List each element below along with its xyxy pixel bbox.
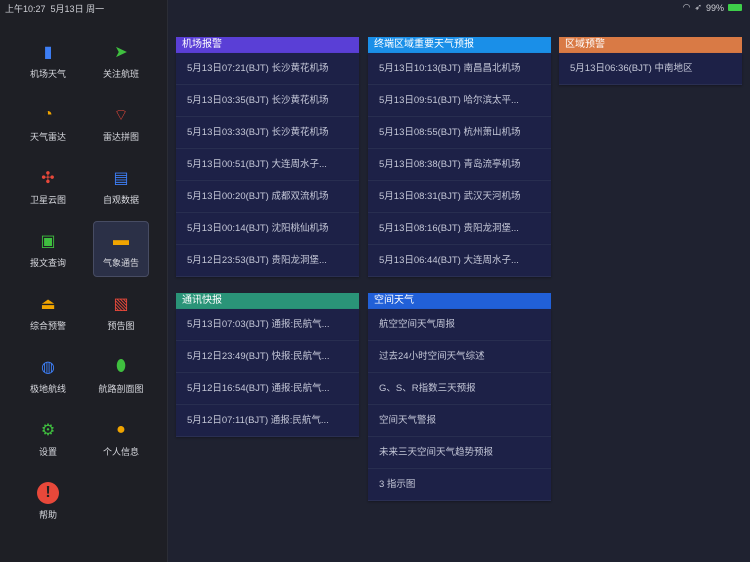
list-item[interactable]: 5月12日16:54(BJT) 通报:民航气... — [176, 373, 359, 405]
panel-title: 机场报警 — [176, 37, 359, 53]
radar-icon: ◔ — [43, 105, 53, 123]
airport-tower-icon: ▮ — [43, 43, 53, 61]
sidebar-item-label: 个人信息 — [102, 446, 139, 457]
sidebar-item-label: 航路剖面图 — [98, 383, 144, 394]
status-time: 上午10:27 5月13日 周一 — [5, 4, 105, 14]
list-item[interactable]: 5月12日23:53(BJT) 贵阳龙洞堡... — [176, 245, 359, 277]
panel-title: 通讯快报 — [176, 293, 359, 309]
layers-icon: ⬮ — [115, 357, 127, 375]
chat-bubble-icon: ▬ — [113, 231, 129, 249]
sidebar-item-label: 帮助 — [38, 509, 57, 520]
satellite-icon: ✣ — [41, 169, 55, 187]
list-item[interactable]: 3 指示图 — [368, 469, 551, 501]
sidebar-item-label: 极地航线 — [29, 383, 66, 394]
paper-plane-icon: ➤ — [114, 43, 128, 61]
list-item[interactable]: 5月13日03:33(BJT) 长沙黄花机场 — [176, 117, 359, 149]
list-item[interactable]: 5月13日03:35(BJT) 长沙黄花机场 — [176, 85, 359, 117]
sidebar-item-6[interactable]: ▣ 报文查询 — [20, 221, 76, 277]
sidebar-item-label: 雷达拼图 — [102, 131, 139, 142]
satellite-dish-icon: ⌔ — [113, 106, 129, 124]
sidebar-item-11[interactable]: ⬮ 航路剖面图 — [93, 347, 149, 403]
list-item[interactable]: G、S、R指数三天预报 — [368, 373, 551, 405]
panel-title: 空间天气 — [368, 293, 551, 309]
list-item[interactable]: 5月13日06:36(BJT) 中南地区 — [559, 53, 742, 85]
list-item[interactable]: 5月13日07:21(BJT) 长沙黄花机场 — [176, 53, 359, 85]
user-icon: ● — [116, 420, 126, 438]
status-bar: 上午10:27 5月13日 周一 ◠➶99% — [0, 0, 750, 14]
sidebar-item-label: 报文查询 — [29, 257, 66, 268]
sidebar-item-label: 气象通告 — [102, 257, 139, 268]
sidebar-item-label: 预告图 — [107, 320, 135, 331]
panel-title: 区域预警 — [559, 37, 742, 53]
sidebar-item-7[interactable]: ▬ 气象通告 — [93, 221, 149, 277]
sidebar-item-8[interactable]: ⏏ 综合预警 — [20, 284, 76, 340]
sidebar-item-12[interactable]: ⚙ 设置 — [20, 410, 76, 466]
list-item[interactable]: 5月13日08:55(BJT) 杭州萧山机场 — [368, 117, 551, 149]
list-item[interactable]: 5月13日00:14(BJT) 沈阳桃仙机场 — [176, 213, 359, 245]
sidebar-item-14[interactable]: ! 帮助 — [20, 473, 76, 529]
sidebar-item-label: 卫星云图 — [29, 194, 66, 205]
sidebar-item-10[interactable]: ◍ 极地航线 — [20, 347, 76, 403]
list-item[interactable]: 过去24小时空间天气综述 — [368, 341, 551, 373]
sidebar-item-label: 关注航班 — [102, 68, 139, 79]
sidebar-item-label: 天气雷达 — [29, 131, 66, 142]
list-item[interactable]: 5月13日08:16(BJT) 贵阳龙洞堡... — [368, 213, 551, 245]
list-item[interactable]: 未来三天空间天气趋势预报 — [368, 437, 551, 469]
globe-icon: ◍ — [41, 358, 55, 376]
list-item[interactable]: 5月13日08:31(BJT) 武汉天河机场 — [368, 181, 551, 213]
warning-light-icon: ⏏ — [40, 295, 56, 313]
sidebar: ▮ 机场天气 ➤ 关注航班 ◔ 天气雷达 ⌔ 雷达拼图 ✣ 卫星云图 ▤ 自观数据 ▣ 报文查询 ▬ 气象通告… — [0, 0, 168, 562]
sidebar-item-5[interactable]: ▤ 自观数据 — [93, 158, 149, 214]
sidebar-item-3[interactable]: ⌔ 雷达拼图 — [93, 95, 149, 151]
sidebar-item-2[interactable]: ◔ 天气雷达 — [20, 95, 76, 151]
sidebar-item-label: 机场天气 — [29, 68, 66, 79]
image-stack-icon: ▧ — [113, 295, 129, 313]
list-item[interactable]: 5月13日08:38(BJT) 青岛流亭机场 — [368, 149, 551, 181]
list-item[interactable]: 航空空间天气周报 — [368, 309, 551, 341]
list-item[interactable]: 5月13日06:44(BJT) 大连周水子... — [368, 245, 551, 277]
location-icon: ➶ — [694, 2, 702, 12]
sidebar-item-13[interactable]: ● 个人信息 — [93, 410, 149, 466]
list-item[interactable]: 5月13日00:51(BJT) 大连周水子... — [176, 149, 359, 181]
sidebar-item-1[interactable]: ➤ 关注航班 — [93, 32, 149, 88]
panel-title: 终端区域重要天气预报 — [368, 37, 551, 53]
sidebar-item-label: 自观数据 — [102, 194, 139, 205]
inbox-icon: ▣ — [40, 232, 56, 250]
battery-level: 99% — [705, 2, 724, 13]
sidebar-item-9[interactable]: ▧ 预告图 — [93, 284, 149, 340]
alert-circle-icon: ! — [37, 481, 59, 504]
wifi-icon: ◠ — [682, 2, 691, 12]
sidebar-item-4[interactable]: ✣ 卫星云图 — [20, 158, 76, 214]
list-item[interactable]: 5月13日07:03(BJT) 通报:民航气... — [176, 309, 359, 341]
gear-icon: ⚙ — [40, 421, 56, 439]
list-item[interactable]: 5月13日10:13(BJT) 南昌昌北机场 — [368, 53, 551, 85]
sidebar-item-label: 综合预警 — [29, 320, 66, 331]
sidebar-item-label: 设置 — [38, 446, 57, 457]
list-item[interactable]: 5月13日00:20(BJT) 成都双流机场 — [176, 181, 359, 213]
list-item[interactable]: 5月13日09:51(BJT) 哈尔滨太平... — [368, 85, 551, 117]
calendar-icon: ▤ — [113, 169, 129, 187]
list-item[interactable]: 5月12日23:49(BJT) 快报:民航气... — [176, 341, 359, 373]
battery-icon — [728, 4, 742, 11]
sidebar-item-0[interactable]: ▮ 机场天气 — [20, 32, 76, 88]
list-item[interactable]: 空间天气警报 — [368, 405, 551, 437]
list-item[interactable]: 5月12日07:11(BJT) 通报:民航气... — [176, 405, 359, 437]
